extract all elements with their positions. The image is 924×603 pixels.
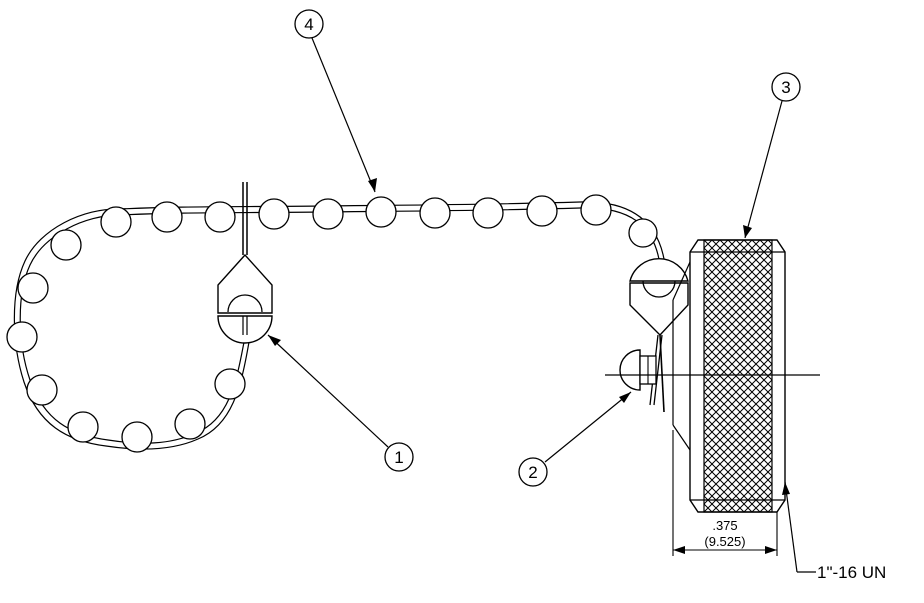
bead xyxy=(312,198,344,230)
bead xyxy=(365,196,397,228)
bead xyxy=(214,368,246,400)
left-connector xyxy=(217,182,273,344)
bead xyxy=(258,198,290,230)
callout-1-label: 1 xyxy=(394,448,403,467)
bead xyxy=(17,272,49,304)
bead xyxy=(628,218,658,248)
bead xyxy=(67,411,99,443)
knurled-cap xyxy=(672,239,786,513)
bead xyxy=(204,201,236,233)
callout-4: 4 xyxy=(294,9,377,193)
bead xyxy=(50,229,82,261)
callout-2-label: 2 xyxy=(528,463,537,482)
bead xyxy=(526,195,558,227)
callout-4-label: 4 xyxy=(304,15,313,34)
callout-3: 3 xyxy=(743,72,801,239)
thread-spec: 1"-16 UN xyxy=(817,563,886,582)
bead xyxy=(472,197,504,229)
bead xyxy=(26,374,58,406)
chain-wire xyxy=(13,201,666,450)
bead xyxy=(174,408,206,440)
bead xyxy=(580,194,612,226)
callout-1: 1 xyxy=(267,334,414,472)
dimension-inch: .375 xyxy=(712,518,737,533)
dimension-metric: (9.525) xyxy=(704,534,745,549)
width-dimension: .375 (9.525) xyxy=(672,430,778,556)
bead xyxy=(151,201,183,233)
rivet xyxy=(619,334,665,413)
thread-callout: 1"-16 UN xyxy=(782,481,886,582)
callout-3-label: 3 xyxy=(781,78,790,97)
bead xyxy=(419,197,451,229)
chain-beads xyxy=(6,194,658,453)
bead xyxy=(6,321,38,353)
bead xyxy=(100,206,132,238)
callout-2: 2 xyxy=(518,391,632,487)
bead xyxy=(121,421,153,453)
